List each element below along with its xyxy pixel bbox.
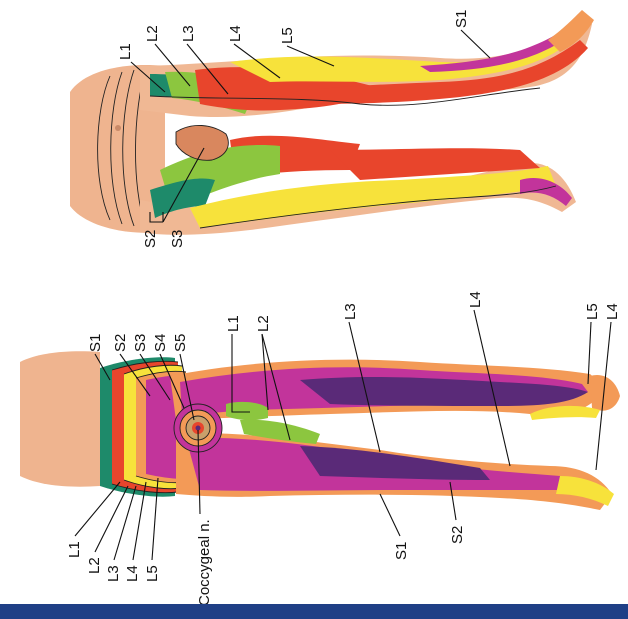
posterior-upper-label-l2: L2 — [255, 315, 272, 332]
anterior-view — [70, 10, 594, 235]
posterior-left-label-l3: L3 — [105, 565, 122, 582]
posterior-label-s1: S1 — [87, 334, 104, 352]
posterior-left-label-l2: L2 — [86, 557, 103, 574]
posterior-label-s5: S5 — [172, 334, 189, 352]
footer-bar — [0, 604, 628, 619]
coccygeal-label: Coccygeal n. — [196, 519, 213, 606]
posterior-lower-label-s2: S2 — [449, 526, 466, 544]
anterior-label-l3: L3 — [180, 25, 197, 42]
anterior-label-s1: S1 — [453, 10, 470, 28]
posterior-left-label-l1: L1 — [66, 541, 83, 558]
anterior-label-l1: L1 — [117, 43, 134, 60]
posterior-upper-label-l4: L4 — [467, 291, 484, 308]
posterior-foot-label-l5: L5 — [584, 303, 601, 320]
anterior-label-l5: L5 — [279, 27, 296, 44]
posterior-view — [20, 351, 620, 510]
posterior-label-s2: S2 — [112, 334, 129, 352]
anterior-label-s3: S3 — [169, 230, 186, 248]
anterior-label-l4: L4 — [227, 25, 244, 42]
posterior-upper-label-l3: L3 — [342, 303, 359, 320]
anterior-label-s2: S2 — [142, 230, 159, 248]
posterior-upper-label-l1: L1 — [225, 315, 242, 332]
posterior-label-s4: S4 — [152, 334, 169, 352]
posterior-torso — [20, 351, 100, 486]
posterior-label-s3: S3 — [132, 334, 149, 352]
posterior-foot-label-l4: L4 — [604, 303, 621, 320]
anterior-label-l2: L2 — [144, 25, 161, 42]
posterior-lower-label-s1: S1 — [393, 542, 410, 560]
posterior-left-label-l4: L4 — [124, 565, 141, 582]
posterior-left-label-l5: L5 — [144, 565, 161, 582]
